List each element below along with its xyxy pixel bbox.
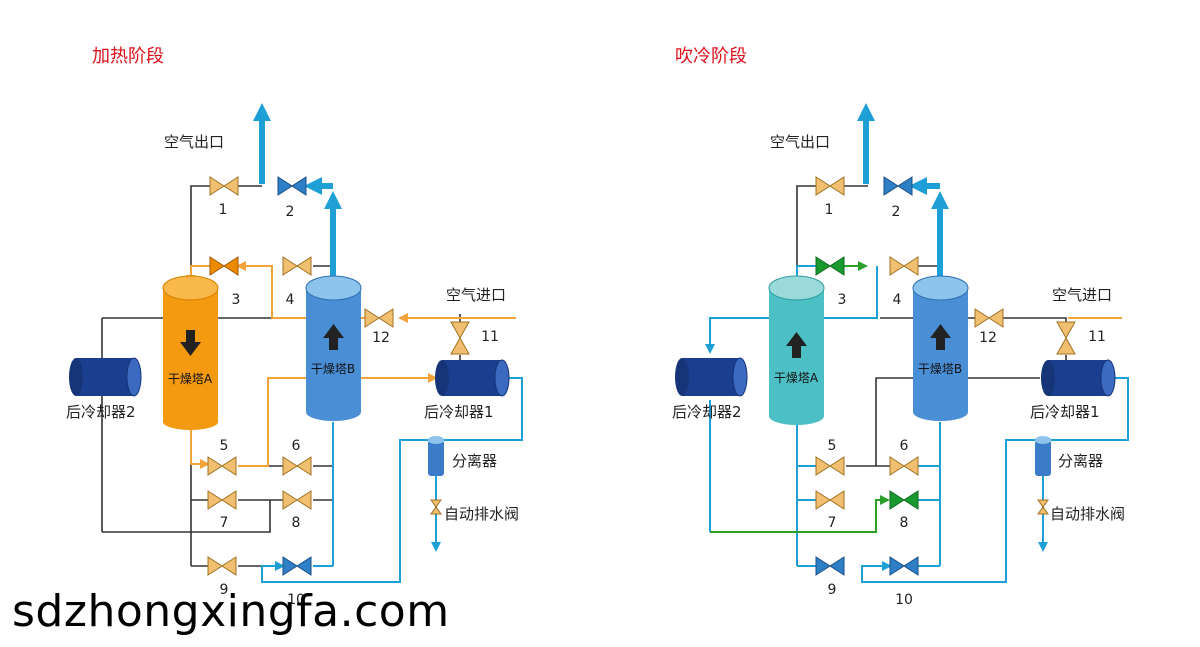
svg-text:2: 2 <box>892 204 901 220</box>
separator: 分离器 自动排水阀 <box>428 436 519 523</box>
svg-text:11: 11 <box>1088 329 1106 345</box>
separator-label: 分离器 <box>1058 452 1103 470</box>
outlet-flow <box>253 103 342 280</box>
svg-text:6: 6 <box>292 438 301 454</box>
tower-a: 干燥塔A <box>768 275 825 425</box>
cooling-title: 吹冷阶段 <box>675 46 747 67</box>
cooling-panel: 吹冷阶段 <box>672 46 1129 608</box>
valve-5[interactable]: 5 <box>815 438 845 476</box>
tower-b-label: 干燥塔B <box>311 362 355 376</box>
valve-2[interactable]: 2 <box>883 176 913 220</box>
valve-1[interactable]: 1 <box>815 176 845 218</box>
valve-6[interactable]: 6 <box>282 438 312 476</box>
tower-b: 干燥塔B <box>305 275 362 421</box>
valve-12[interactable]: 12 <box>364 308 394 346</box>
valve-9[interactable]: 9 <box>207 556 237 598</box>
aftercooler-1-label: 后冷却器1 <box>1030 403 1100 421</box>
valve-7[interactable]: 7 <box>815 490 845 531</box>
aftercooler-2-label: 后冷却器2 <box>66 403 136 421</box>
outlet-flow <box>857 103 949 280</box>
svg-text:5: 5 <box>220 438 229 454</box>
valve-11[interactable]: 11 <box>450 321 499 355</box>
aftercooler-2-label: 后冷却器2 <box>672 403 742 421</box>
drain-valve-label: 自动排水阀 <box>444 505 519 523</box>
svg-text:10: 10 <box>287 592 305 608</box>
svg-text:3: 3 <box>838 292 847 308</box>
tower-b: 干燥塔B <box>912 275 969 421</box>
air-outlet-label: 空气出口 <box>770 133 830 151</box>
svg-text:2: 2 <box>286 204 295 220</box>
air-inlet-label: 空气进口 <box>1052 286 1112 304</box>
svg-text:7: 7 <box>220 515 229 531</box>
green-flow-lines <box>710 261 890 533</box>
tower-a-label: 干燥塔A <box>774 371 819 385</box>
svg-text:7: 7 <box>828 515 837 531</box>
svg-text:11: 11 <box>481 329 499 345</box>
valve-2[interactable]: 2 <box>277 176 307 220</box>
aftercooler-1: 后冷却器1 <box>1030 359 1116 421</box>
svg-text:3: 3 <box>232 292 241 308</box>
svg-text:9: 9 <box>220 582 229 598</box>
svg-text:6: 6 <box>900 438 909 454</box>
blue-flow-lines <box>705 265 1129 583</box>
valve-11[interactable]: 11 <box>1056 321 1106 355</box>
svg-text:10: 10 <box>895 592 913 608</box>
valve-3[interactable]: 3 <box>209 256 241 308</box>
tower-a: 干燥塔A <box>162 275 219 430</box>
svg-text:4: 4 <box>893 292 902 308</box>
heating-panel: 加热阶段 <box>66 46 523 608</box>
valve-8[interactable]: 8 <box>282 490 312 531</box>
tower-b-label: 干燥塔B <box>918 362 962 376</box>
svg-text:12: 12 <box>372 330 390 346</box>
drain-valve-label: 自动排水阀 <box>1050 505 1125 523</box>
svg-text:1: 1 <box>219 202 228 218</box>
process-pipes <box>796 185 1067 467</box>
valve-12[interactable]: 12 <box>974 308 1004 346</box>
svg-text:4: 4 <box>286 292 295 308</box>
aftercooler-1: 后冷却器1 <box>424 359 510 421</box>
svg-text:1: 1 <box>825 202 834 218</box>
valve-1[interactable]: 1 <box>209 176 239 218</box>
svg-text:5: 5 <box>828 438 837 454</box>
valve-9[interactable]: 9 <box>815 556 845 598</box>
svg-text:8: 8 <box>292 515 301 531</box>
valve-3[interactable]: 3 <box>815 256 847 308</box>
watermark-text: sdzhongxingfa.com <box>12 586 450 637</box>
heating-title: 加热阶段 <box>92 46 164 67</box>
valve-4[interactable]: 4 <box>282 256 312 308</box>
aftercooler-2: 后冷却器2 <box>66 357 142 421</box>
aftercooler-1-label: 后冷却器1 <box>424 403 494 421</box>
tower-a-label: 干燥塔A <box>168 372 213 386</box>
air-outlet-label: 空气出口 <box>164 133 224 151</box>
svg-text:8: 8 <box>900 515 909 531</box>
svg-text:9: 9 <box>828 582 837 598</box>
separator-label: 分离器 <box>452 452 497 470</box>
valve-10[interactable]: 10 <box>282 556 312 608</box>
air-inlet-label: 空气进口 <box>446 286 506 304</box>
valve-10[interactable]: 10 <box>889 556 919 608</box>
valve-5[interactable]: 5 <box>207 438 237 476</box>
process-pipes <box>101 185 461 567</box>
svg-text:12: 12 <box>979 330 997 346</box>
valve-6[interactable]: 6 <box>889 438 919 476</box>
valve-4[interactable]: 4 <box>889 256 919 308</box>
separator: 分离器 自动排水阀 <box>1035 436 1125 523</box>
aftercooler-2: 后冷却器2 <box>672 357 748 421</box>
valve-8[interactable]: 8 <box>889 490 919 531</box>
valve-7[interactable]: 7 <box>207 490 237 531</box>
